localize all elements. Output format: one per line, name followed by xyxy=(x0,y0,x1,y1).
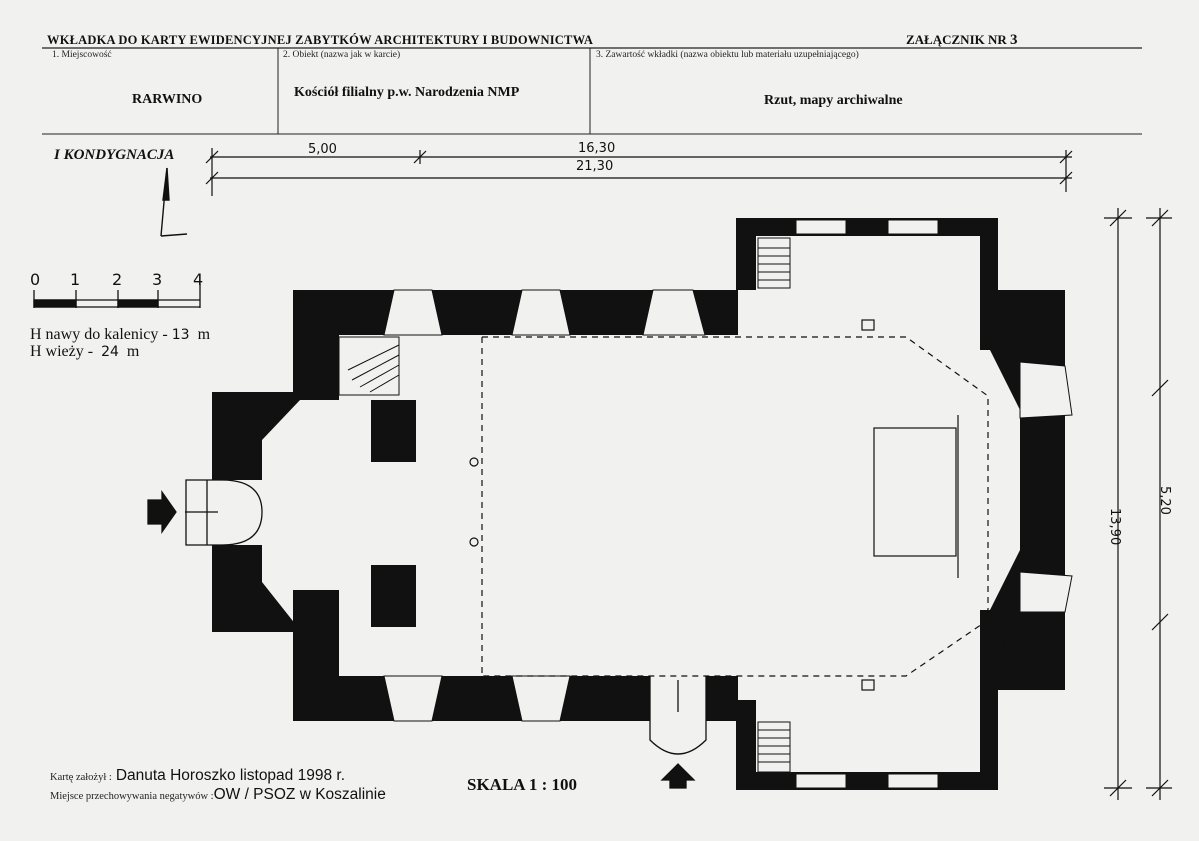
dim-top-total: 21,30 xyxy=(576,159,614,174)
height-nave-unit: m xyxy=(197,326,211,343)
height-nave-label: H nawy do kalenicy - xyxy=(30,326,168,343)
author-value: Danuta Horoszko listopad 1998 r. xyxy=(115,767,346,784)
dim-top-1: 5,00 xyxy=(308,142,337,157)
top-dimension-lines xyxy=(205,148,1073,196)
author-label: Kartę założył : xyxy=(50,772,112,783)
west-entrance xyxy=(147,479,263,546)
storage-value: OW / PSOZ w Koszalinie xyxy=(213,786,386,803)
field-1-label: 1. Miejscowość xyxy=(52,50,112,60)
field-3-value: Rzut, mapy archiwalne xyxy=(764,93,903,108)
scale-tick-0: 0 xyxy=(30,270,41,289)
height-nave-value: 13 xyxy=(171,327,190,343)
field-2-label: 2. Obiekt (nazwa jak w karcie) xyxy=(283,50,401,60)
walls xyxy=(212,218,1065,790)
scale-label: SKALA 1 : 100 xyxy=(467,775,578,794)
storage-label: Miejsce przechowywania negatywów : xyxy=(50,791,214,802)
field-1-value: RARWINO xyxy=(132,92,203,107)
author-line: Kartę założył : Danuta Horoszko listopad… xyxy=(50,767,345,785)
dim-top-2: 16,30 xyxy=(578,141,616,156)
height-tower: H wieży - 24 m xyxy=(30,343,139,361)
windows xyxy=(383,219,1073,789)
scale-tick-4: 4 xyxy=(193,270,204,289)
header-rules xyxy=(42,47,1142,135)
height-nave: H nawy do kalenicy - 13 m xyxy=(30,326,210,344)
scale-tick-2: 2 xyxy=(112,270,123,289)
annex-number: 3 xyxy=(1010,32,1018,48)
annex-label: ZAŁĄCZNIK NR 3 xyxy=(906,32,1018,49)
right-dimension-lines xyxy=(1104,208,1172,800)
height-tower-value: 24 xyxy=(101,344,119,360)
level-title: I KONDYGNACJA xyxy=(54,147,175,163)
scale-tick-3: 3 xyxy=(152,270,163,289)
document-title: WKŁADKA DO KARTY EWIDENCYJNEJ ZABYTKÓW A… xyxy=(47,33,594,47)
scale-bar xyxy=(33,284,201,308)
height-tower-label: H wieży - xyxy=(30,343,94,360)
south-entrance xyxy=(649,676,707,789)
interior-lines xyxy=(469,319,989,691)
field-3-label: 3. Zawartość wkładki (nazwa obiektu lub … xyxy=(596,50,859,60)
stairs xyxy=(338,237,1019,773)
field-2-value: Kościół filialny p.w. Narodzenia NMP xyxy=(294,85,520,100)
storage-line: Miejsce przechowywania negatywów :OW / P… xyxy=(50,786,386,804)
scale-tick-1: 1 xyxy=(70,270,81,289)
north-arrow-icon xyxy=(160,167,188,237)
height-tower-unit: m xyxy=(126,343,140,360)
annex-label-text: ZAŁĄCZNIK NR xyxy=(906,32,1007,47)
